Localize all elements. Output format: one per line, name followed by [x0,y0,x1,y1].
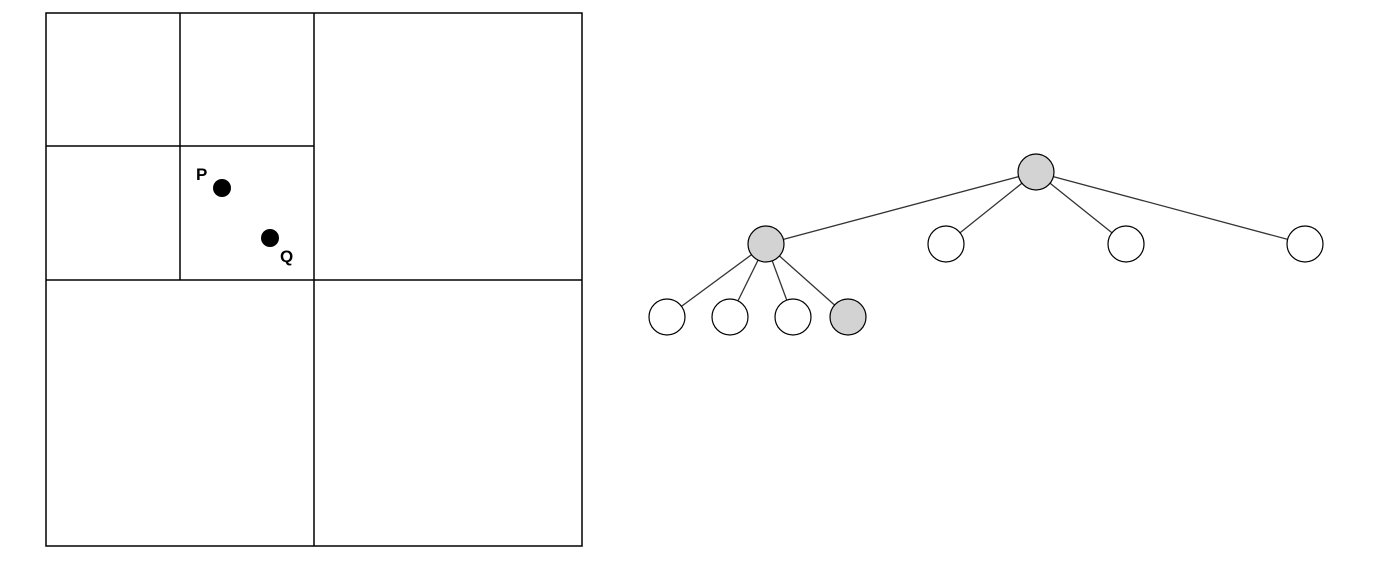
tree-edge-root-0-to-root-0-0 [666,243,767,318]
tree-node-root-3 [1286,225,1324,263]
tree-edge-root-to-root-3 [1035,171,1306,245]
tree-edge-root-to-root-1 [945,171,1037,245]
quadtree-tree [648,153,1324,336]
point-q: Q [261,229,293,266]
tree-node-root-0-1 [711,298,749,336]
point-p-label: P [196,165,207,184]
point-q-marker [261,229,279,247]
tree-node-root [1017,153,1055,191]
tree-edge-root-to-root-0 [765,171,1037,245]
tree-nodes [648,153,1324,336]
tree-node-root-0 [747,225,785,263]
tree-node-root-2 [1107,225,1145,263]
point-p: P [196,165,231,197]
tree-node-root-0-2 [774,298,812,336]
quadtree-grid: P Q [45,12,583,547]
point-q-label: Q [280,247,293,266]
tree-node-root-1 [927,225,965,263]
point-p-marker [213,179,231,197]
tree-node-root-0-0 [648,298,686,336]
tree-edge-root-to-root-2 [1035,171,1127,245]
tree-node-root-0-3 [829,298,867,336]
